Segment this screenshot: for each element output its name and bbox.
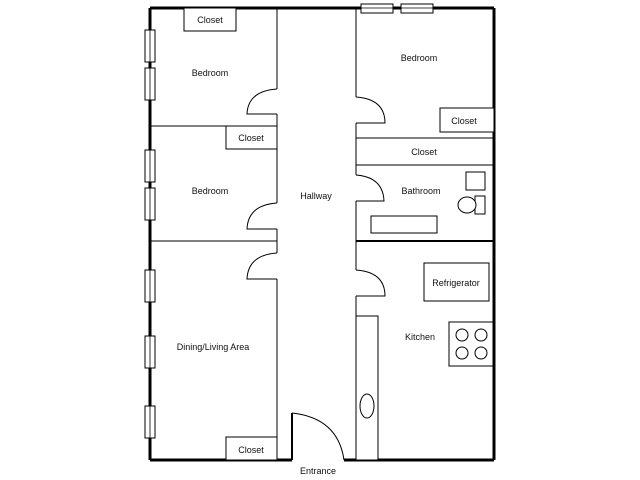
window: [400, 3, 434, 14]
closet-label-bath-corridor: Closet: [411, 147, 437, 157]
door: [246, 202, 278, 230]
refrigerator-label: Refrigerator: [432, 278, 480, 288]
toilet-bowl: [457, 196, 477, 214]
room-label-bedroom-top-right: Bedroom: [401, 53, 438, 63]
room-label-bathroom: Bathroom: [401, 186, 440, 196]
bathtub: [370, 215, 438, 234]
closet-label-middle-left: Closet: [238, 133, 264, 143]
window: [360, 3, 394, 14]
closet-label-top-right: Closet: [451, 116, 477, 126]
closet-top-right: [439, 107, 495, 133]
entrance-label: Entrance: [300, 466, 336, 476]
kitchen-fixtures: [355, 262, 494, 461]
closet-top-left: [183, 7, 237, 32]
bathroom-sink: [465, 171, 486, 191]
doors: [246, 88, 386, 461]
closet-label-bottom-left: Closet: [238, 445, 264, 455]
room-label-bedroom-middle-left: Bedroom: [192, 186, 229, 196]
entrance-door-swing: [291, 412, 345, 461]
windows-left: [144, 29, 156, 439]
labels: Bedroom Bedroom Bedroom Hallway Bathroom…: [177, 15, 480, 476]
room-label-hallway: Hallway: [300, 191, 332, 201]
stove: [448, 321, 494, 367]
door: [355, 174, 385, 202]
stove-burner: [455, 328, 469, 342]
door: [355, 269, 386, 297]
windows-top: [360, 3, 434, 14]
closets: [183, 7, 495, 461]
stove-burner: [455, 346, 469, 360]
bathroom-fixtures: [370, 171, 486, 234]
closet-bottom-left: [225, 436, 278, 461]
door: [355, 96, 386, 124]
closet-label-top-left: Closet: [197, 15, 223, 25]
closet-middle-left: [225, 125, 278, 150]
room-label-kitchen: Kitchen: [405, 332, 435, 342]
kitchen-sink: [359, 393, 375, 419]
kitchen-counter: [355, 315, 379, 461]
door: [246, 88, 278, 115]
stove-burner: [474, 328, 488, 342]
stove-burner: [474, 346, 488, 360]
door: [246, 252, 278, 280]
room-label-bedroom-top-left: Bedroom: [192, 68, 229, 78]
room-label-dining-living: Dining/Living Area: [177, 342, 250, 352]
refrigerator: [423, 262, 490, 302]
